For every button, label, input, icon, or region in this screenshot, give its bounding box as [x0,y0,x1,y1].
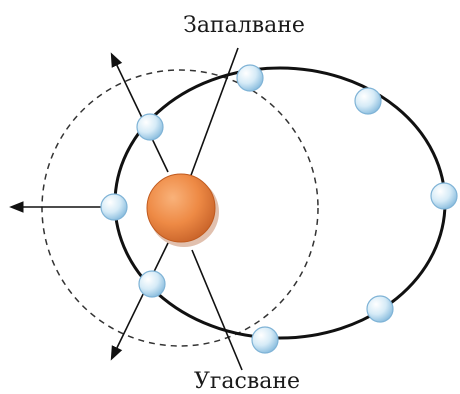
satellite [100,193,128,221]
cutoff-label: Угасване [194,369,300,394]
cutoff-line [191,249,243,371]
satellite [251,326,279,354]
planet [146,173,219,247]
ignition-line [189,47,239,179]
circular-orbit [41,69,319,347]
satellite [430,182,458,210]
satellite [236,64,264,92]
ignition-label: Запалване [183,13,305,38]
satellite [366,295,394,323]
arrow-upper-left [110,52,169,173]
satellite [136,113,164,141]
satellite [138,270,166,298]
arrow-lower-left [110,242,169,361]
satellite [354,87,382,115]
